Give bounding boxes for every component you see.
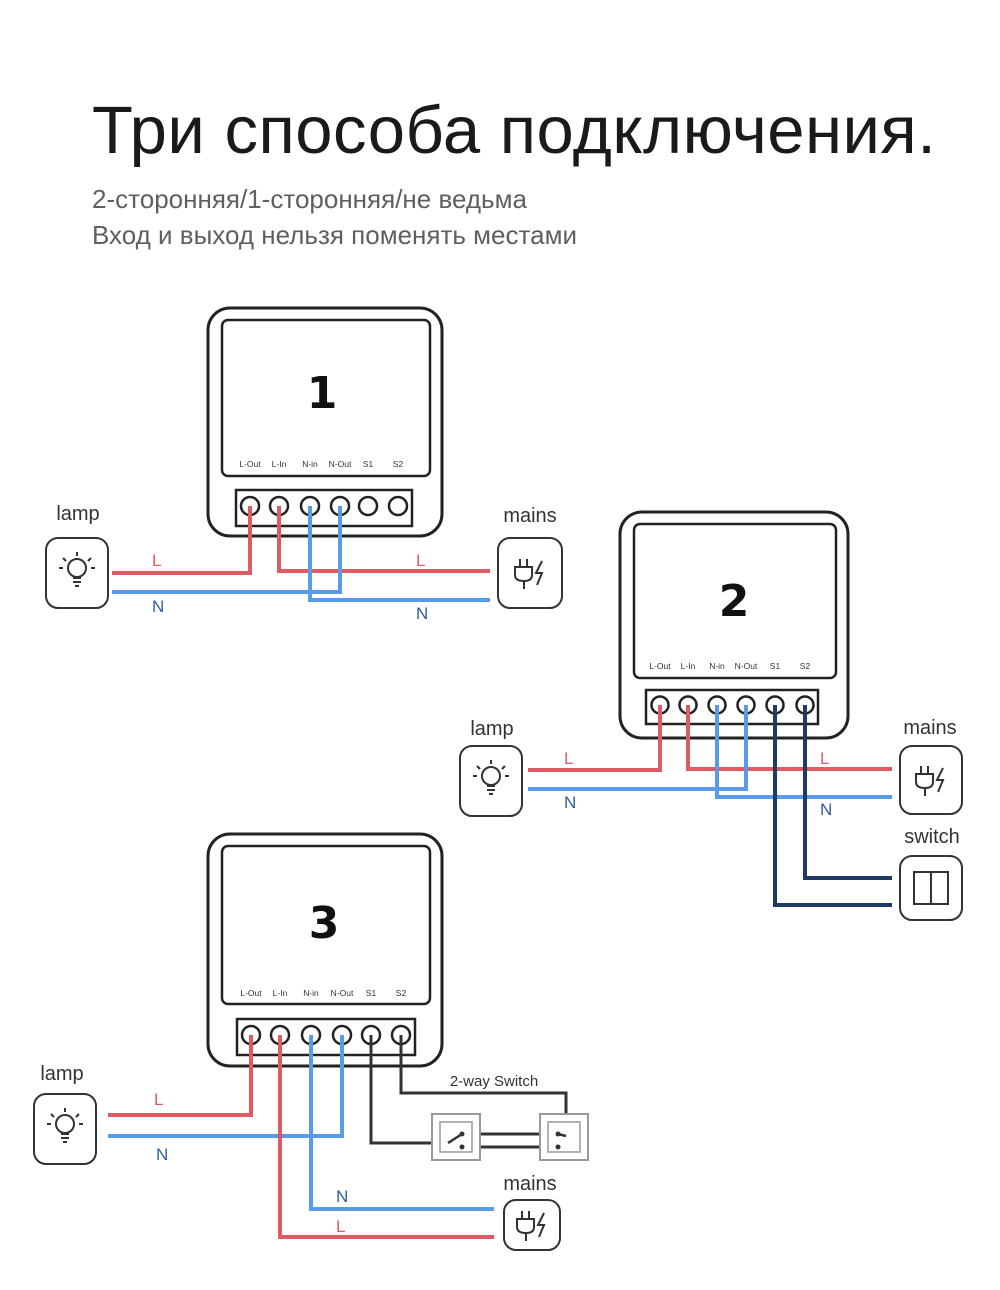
terminal-label: N-Out <box>735 661 758 671</box>
terminal-label: S2 <box>393 459 404 469</box>
two-way-switch-label: 2-way Switch <box>450 1073 538 1090</box>
wire-label-neutral: N <box>564 793 576 812</box>
terminal-label: L-Out <box>240 988 262 998</box>
terminal-label: N-in <box>302 459 318 469</box>
terminal-label: L-In <box>681 661 696 671</box>
terminal-label: N-in <box>303 988 319 998</box>
terminal-label: L-In <box>272 459 287 469</box>
switch-label: switch <box>904 826 960 848</box>
module-3-number: 3 <box>309 898 340 949</box>
mains-box <box>899 745 963 815</box>
switch-icon <box>913 871 949 905</box>
module-2-terminal-block <box>644 688 820 726</box>
wire-label-neutral: N <box>820 800 832 819</box>
module-2-wires <box>528 705 892 907</box>
lamp-box <box>459 745 523 817</box>
lamp-label: lamp <box>40 1063 83 1085</box>
module-3-terminal-block <box>235 1017 417 1057</box>
module-1-terminal-labels: L-Out L-In N-in N-Out S1 S2 <box>239 459 403 469</box>
module-2-face <box>632 522 838 680</box>
terminal-label: S2 <box>800 661 811 671</box>
mains-label: mains <box>903 717 956 739</box>
terminal-label: N-Out <box>329 459 352 469</box>
wire-label-live: L <box>152 551 161 570</box>
subtitle-warning: Вход и выход нельзя поменять местами <box>92 220 577 250</box>
lamp-box <box>45 537 109 609</box>
diagram-2: 2 L-Out L-In N-in N-Out S1 S2 L N L N la… <box>459 510 963 921</box>
module-3-face <box>220 844 432 1006</box>
terminal-label: S1 <box>770 661 781 671</box>
wire-label-neutral: N <box>156 1145 168 1164</box>
mains-label: mains <box>503 505 556 527</box>
lamp-label: lamp <box>56 503 99 525</box>
module-1-number: 1 <box>307 368 338 419</box>
diagram-1: 1 L-Out L-In N-in N-Out S1 S2 L N L N la… <box>45 306 563 623</box>
terminal-label: L-In <box>273 988 288 998</box>
terminal-label: N-Out <box>331 988 354 998</box>
wire-label-live: L <box>416 551 425 570</box>
terminal-label: S1 <box>363 459 374 469</box>
subtitle-modes: 2-сторонняя/1-сторонняя/не ведьма <box>92 184 527 214</box>
lamp-label: lamp <box>470 718 513 740</box>
mains-label: mains <box>503 1173 556 1195</box>
terminal-label: S1 <box>366 988 377 998</box>
module-1-wires <box>112 506 490 602</box>
module-2-terminal-labels: L-Out L-In N-in N-Out S1 S2 <box>649 661 810 671</box>
lamp-box <box>33 1093 97 1165</box>
mains-box <box>497 537 563 609</box>
page-title: Три способа подключения. <box>92 93 937 168</box>
module-1-terminal-block <box>234 488 414 528</box>
wire-label-live: L <box>154 1090 163 1109</box>
two-way-switch-right-icon <box>539 1113 589 1161</box>
wire-label-neutral: N <box>416 604 428 623</box>
terminal-label: L-Out <box>239 459 261 469</box>
module-1-face <box>220 318 432 478</box>
wire-label-live: L <box>564 749 573 768</box>
terminal-label: N-in <box>709 661 725 671</box>
mains-box <box>503 1199 561 1251</box>
diagram-3: 3 L-Out L-In N-in N-Out S1 S2 L N N L <box>33 832 589 1251</box>
module-3-terminal-labels: L-Out L-In N-in N-Out S1 S2 <box>240 988 406 998</box>
module-2-number: 2 <box>719 576 750 627</box>
wire-label-neutral: N <box>152 597 164 616</box>
terminal-label: S2 <box>396 988 407 998</box>
terminal-label: L-Out <box>649 661 671 671</box>
two-way-switch-left-icon <box>431 1113 481 1161</box>
wire-label-neutral: N <box>336 1187 348 1206</box>
wire-label-live: L <box>336 1217 345 1236</box>
wire-label-live: L <box>820 749 829 768</box>
